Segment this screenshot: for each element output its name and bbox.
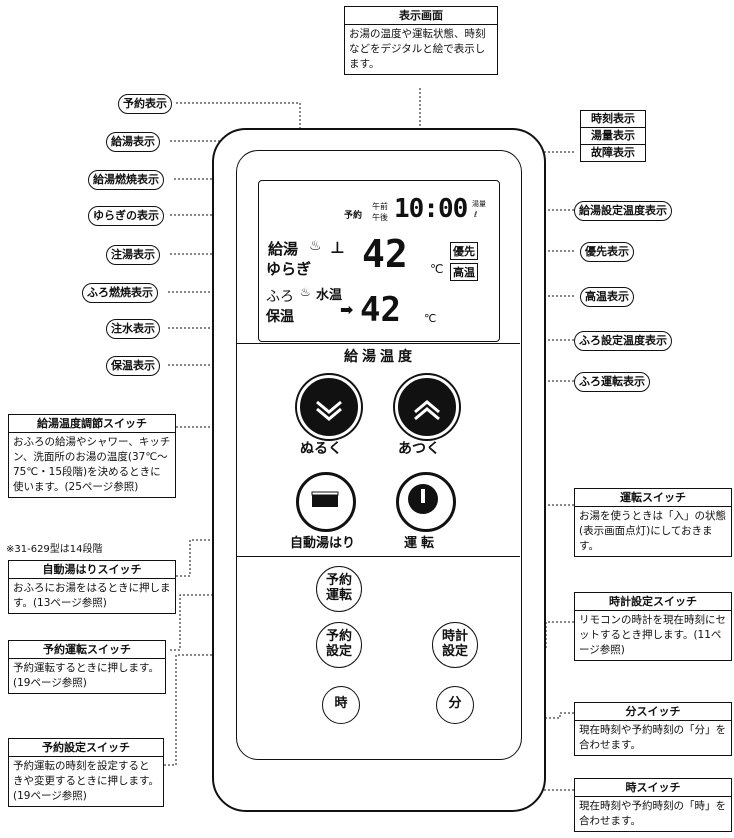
reservation-display-label: 予約表示 bbox=[118, 94, 172, 114]
run-label: 運転 bbox=[404, 536, 439, 551]
temp-up-button[interactable] bbox=[395, 375, 459, 439]
power-icon bbox=[408, 484, 438, 514]
lcd-screen bbox=[258, 180, 500, 342]
reserve-set-callout: 予約設定スイッチ 予約運転の時刻を設定するときや変更するときに押します。(19ペ… bbox=[8, 738, 164, 807]
temp-down-button[interactable] bbox=[297, 375, 361, 439]
minute-button[interactable]: 分 bbox=[436, 686, 474, 724]
hour-switch-body: 現在時刻や予約時刻の「時」を合わせます。 bbox=[579, 800, 726, 827]
pour-water-display-label: 注水表示 bbox=[106, 319, 160, 339]
temp-switch-callout: 給湯温度調節スイッチ おふろの給湯やシャワー、キッチン、洗面所のお湯の温度(37… bbox=[8, 414, 176, 498]
auto-fill-button[interactable] bbox=[296, 472, 356, 532]
hour-label: 時 bbox=[334, 696, 348, 711]
remote-inner-panel bbox=[236, 150, 522, 760]
temp-switch-body: おふろの給湯やシャワー、キッチン、洗面所のお湯の温度(37℃〜75℃・15段階)… bbox=[13, 436, 171, 493]
supply-burn-display-label: 給湯燃焼表示 bbox=[88, 170, 164, 190]
bath-temp-set-display-label: ふろ設定温度表示 bbox=[574, 331, 672, 351]
lcd-bath-unit: ℃ bbox=[424, 312, 437, 325]
lcd-reserve: 予約 bbox=[344, 211, 363, 221]
temp-switch-note: ※31-629型は14段階 bbox=[6, 544, 103, 555]
faucet-icon: ⊥ bbox=[330, 238, 345, 257]
display-screen-callout: 表示画面 お湯の温度や運転状態、時刻などをデジタルと絵で表示します。 bbox=[344, 6, 498, 75]
reserve-set-body: 予約運転の時刻を設定するときや変更するときに押します。(19ページ参照) bbox=[13, 760, 159, 802]
display-screen-title: 表示画面 bbox=[345, 7, 497, 25]
arrow-icon: ➡ bbox=[340, 300, 354, 319]
remaining-display-label: 湯量表示 bbox=[581, 128, 645, 145]
reserve-run-body: 予約運転するときに押します。(19ページ参照) bbox=[13, 662, 159, 689]
lcd-flow-bottom: ℓ bbox=[474, 210, 478, 219]
chevron-up-icon bbox=[414, 400, 440, 421]
remote-body bbox=[212, 128, 546, 812]
lcd-supply-temp: 42 bbox=[362, 232, 408, 276]
high-temp-display-label: 高温表示 bbox=[580, 287, 634, 307]
temp-heading: 給湯温度 bbox=[344, 349, 416, 365]
reserve-run-title: 予約運転スイッチ bbox=[9, 641, 165, 659]
lcd-keep-label: 保温 bbox=[266, 309, 294, 325]
chevron-down-icon bbox=[316, 400, 342, 421]
clock-set-body: リモコンの時計を現在時刻にセットするとき押します。(11ページ参照) bbox=[579, 614, 726, 656]
bathtub-icon bbox=[311, 491, 339, 507]
temp-up-label: あつく bbox=[398, 441, 440, 457]
lcd-pm: 午後 bbox=[372, 213, 388, 222]
auto-fill-callout: 自動湯はりスイッチ おふろにお湯をはるときに押します。(13ページ参照) bbox=[8, 560, 176, 614]
minute-switch-title: 分スイッチ bbox=[575, 703, 731, 721]
clock-set-label: 時計設定 bbox=[441, 629, 468, 659]
lower-section-divider bbox=[236, 556, 520, 557]
clock-set-title: 時計設定スイッチ bbox=[575, 593, 731, 611]
reserve-set-title: 予約設定スイッチ bbox=[9, 739, 163, 757]
lcd-water-label: 水温 bbox=[316, 288, 343, 303]
yuragi-display-label: ゆらぎの表示 bbox=[88, 206, 164, 226]
lcd-flow-top: 湯量 bbox=[472, 200, 486, 208]
reserve-run-callout: 予約運転スイッチ 予約運転するときに押します。(19ページ参照) bbox=[8, 640, 166, 694]
hour-switch-title: 時スイッチ bbox=[575, 779, 731, 797]
lcd-unit: ℃ bbox=[430, 262, 444, 276]
run-switch-title: 運転スイッチ bbox=[575, 489, 731, 507]
supply-display-label: 給湯表示 bbox=[106, 132, 160, 152]
pour-display-label: 注湯表示 bbox=[106, 245, 160, 265]
minute-label: 分 bbox=[448, 696, 462, 711]
lcd-supply-label: 給湯 bbox=[268, 240, 299, 258]
reserve-set-button[interactable]: 予約設定 bbox=[316, 622, 362, 668]
lcd-bath-temp: 42 bbox=[360, 290, 401, 330]
keep-warm-display-label: 保温表示 bbox=[106, 356, 160, 376]
right-status-stack: 時刻表示 湯量表示 故障表示 bbox=[580, 110, 646, 162]
bath-flame-icon: ♨ bbox=[300, 285, 311, 299]
lcd-time: 10:00 bbox=[394, 194, 468, 224]
auto-fill-body: おふろにお湯をはるときに押します。(13ページ参照) bbox=[13, 582, 171, 609]
clock-set-button[interactable]: 時計設定 bbox=[432, 622, 478, 668]
bath-operation-display-label: ふろ運転表示 bbox=[574, 372, 650, 392]
lcd-bath-label: ふろ bbox=[266, 289, 294, 305]
auto-fill-label: 自動湯はり bbox=[290, 536, 356, 551]
temp-section-divider bbox=[236, 343, 520, 344]
run-switch-body: お湯を使うときは「入」の状態(表示画面点灯)にしておきます。 bbox=[579, 510, 726, 552]
lcd-yuragi-label: ゆらぎ bbox=[266, 260, 312, 278]
minute-switch-body: 現在時刻や予約時刻の「分」を合わせます。 bbox=[579, 724, 726, 751]
run-switch-callout: 運転スイッチ お湯を使うときは「入」の状態(表示画面点灯)にしておきます。 bbox=[574, 488, 732, 557]
minute-switch-callout: 分スイッチ 現在時刻や予約時刻の「分」を合わせます。 bbox=[574, 702, 732, 756]
hour-switch-callout: 時スイッチ 現在時刻や予約時刻の「時」を合わせます。 bbox=[574, 778, 732, 832]
temp-switch-title: 給湯温度調節スイッチ bbox=[9, 415, 175, 433]
clock-set-callout: 時計設定スイッチ リモコンの時計を現在時刻にセットするとき押します。(11ページ… bbox=[574, 592, 732, 661]
lcd-am: 午前 bbox=[372, 202, 388, 211]
lcd-priority: 優先 bbox=[450, 242, 478, 260]
reserve-set-label: 予約設定 bbox=[325, 629, 352, 659]
lcd-high-temp: 高温 bbox=[450, 263, 478, 281]
hour-button[interactable]: 時 bbox=[322, 686, 360, 724]
fault-display-label: 故障表示 bbox=[591, 146, 635, 159]
auto-fill-title: 自動湯はりスイッチ bbox=[9, 561, 175, 579]
reserve-run-button[interactable]: 予約運転 bbox=[316, 566, 362, 612]
run-button[interactable] bbox=[396, 472, 456, 532]
supply-temp-set-display-label: 給湯設定温度表示 bbox=[574, 201, 672, 221]
display-screen-body: お湯の温度や運転状態、時刻などをデジタルと絵で表示します。 bbox=[349, 28, 486, 70]
clock-display-label: 時刻表示 bbox=[581, 111, 645, 128]
priority-display-label: 優先表示 bbox=[580, 242, 634, 262]
flame-icon: ♨ bbox=[309, 238, 322, 254]
temp-down-label: ぬるく bbox=[300, 441, 342, 457]
bath-burn-display-label: ふろ燃焼表示 bbox=[82, 283, 158, 303]
reserve-run-label: 予約運転 bbox=[325, 573, 352, 603]
